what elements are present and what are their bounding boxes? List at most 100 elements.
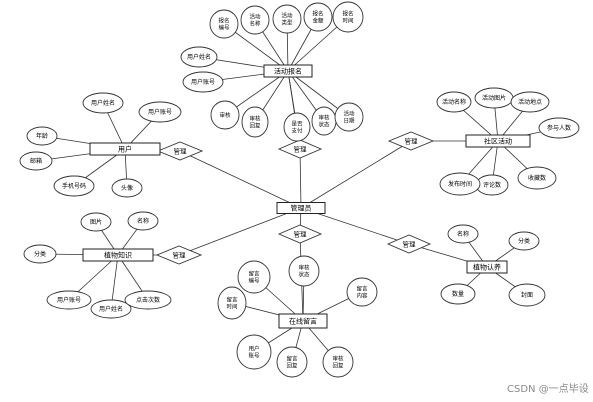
- attribute-community: 发布时间: [439, 172, 481, 196]
- connector-line: [178, 207, 302, 256]
- attribute-label: 参与人数: [547, 124, 571, 132]
- attribute-label: 用户账号: [57, 296, 81, 304]
- attribute-label: 报名金额: [312, 9, 324, 24]
- attribute-label: 用户账号: [191, 78, 215, 86]
- attribute-label: 分类: [518, 237, 530, 245]
- attribute-activity_signup: 活动名称: [240, 5, 270, 35]
- entity-plant_knowledge: 植物知识: [82, 248, 154, 262]
- relationship-r_identify: 管理: [386, 234, 432, 254]
- entity-label: 植物知识: [104, 251, 132, 260]
- attribute-label: 活动类型: [281, 11, 293, 26]
- attribute-user: 年龄: [26, 126, 58, 146]
- attribute-plant_knowledge: 图片: [80, 212, 112, 232]
- attribute-label: 审核状态: [318, 113, 330, 128]
- entity-label: 管理员: [291, 204, 312, 213]
- attribute-label: 是否支付: [291, 120, 303, 134]
- relationship-label: 管理: [294, 145, 308, 154]
- attribute-online_feedback: 留言内容: [346, 277, 378, 307]
- relationship-label: 管理: [405, 137, 419, 146]
- attribute-label: 活动名称: [442, 98, 466, 106]
- attribute-label: 分类: [34, 250, 46, 258]
- attribute-activity_signup: 审核状态: [311, 106, 337, 136]
- entity-user: 用户: [89, 142, 161, 156]
- attribute-label: 名称: [457, 230, 469, 238]
- attribute-label: 点击次数: [136, 296, 160, 304]
- attribute-activity_signup: 用户账号: [182, 71, 224, 93]
- entity-admin: 管理员: [276, 202, 326, 214]
- relationship-label: 管理: [174, 147, 188, 156]
- attribute-community: 活动地点: [510, 91, 550, 113]
- relationship-r_knowledge: 管理: [155, 245, 203, 265]
- attribute-plant_knowledge: 点击次数: [124, 290, 172, 310]
- attribute-online_feedback: 留言时间: [217, 286, 247, 320]
- watermark: CSDN @一点毕设: [507, 382, 589, 395]
- attribute-activity_signup: 活动日期: [334, 102, 364, 132]
- attribute-label: 图片: [90, 218, 102, 226]
- entity-label: 活动报名: [274, 67, 302, 76]
- attribute-label: 名称: [137, 217, 149, 225]
- attribute-plant_knowledge: 名称: [127, 211, 159, 231]
- attribute-activity_signup: 用户姓名: [180, 46, 218, 68]
- attribute-plant_identify: 数量: [440, 283, 476, 305]
- attribute-label: 留言时间: [226, 295, 238, 310]
- attribute-label: 活动图片: [482, 94, 506, 102]
- attribute-label: 活动日期: [343, 109, 355, 124]
- connector-line: [179, 150, 302, 209]
- entity-label: 植物认养: [473, 263, 501, 272]
- relationship-label: 管理: [294, 230, 308, 239]
- entity-plant_identify: 植物认养: [466, 260, 508, 274]
- attribute-user: 用户账号: [138, 101, 182, 123]
- attribute-ellipses: 用户账号用户姓名年龄邮箱手机号码头像报名编号活动名称活动类型报名金额报名时间用户…: [19, 1, 580, 378]
- entity-activity_signup: 活动报名: [263, 64, 313, 78]
- attribute-user: 用户姓名: [82, 92, 124, 114]
- attribute-label: 数量: [452, 290, 464, 298]
- attribute-community: 评论数: [475, 174, 509, 196]
- attribute-label: 年龄: [36, 132, 48, 140]
- attribute-user: 头像: [111, 178, 143, 198]
- attribute-community: 参与人数: [538, 117, 580, 139]
- entity-community: 社区活动: [465, 134, 531, 148]
- relationship-label: 管理: [403, 240, 417, 249]
- attribute-online_feedback: 用户账号: [236, 334, 272, 370]
- attribute-activity_signup: 是否支付: [283, 112, 311, 142]
- attribute-activity_signup: 活动类型: [272, 4, 302, 34]
- attribute-online_feedback: 审核状态: [288, 255, 320, 287]
- entity-label: 社区活动: [484, 137, 512, 146]
- attribute-plant_identify: 封面: [508, 283, 546, 307]
- attribute-activity_signup: 报名金额: [303, 2, 333, 32]
- attribute-plant_knowledge: 用户姓名: [90, 299, 132, 319]
- relationship-r_user: 管理: [156, 141, 204, 161]
- attribute-online_feedback: 留言编号: [237, 260, 271, 294]
- relationship-label: 管理: [173, 251, 187, 260]
- attribute-community: 活动名称: [436, 91, 472, 113]
- attribute-plant_knowledge: 用户账号: [46, 290, 92, 310]
- attribute-label: 审核状态: [298, 263, 310, 278]
- attribute-label: 用户姓名: [91, 99, 115, 107]
- attribute-label: 用户账号: [248, 344, 260, 359]
- attribute-activity_signup: 报名编号: [209, 9, 239, 39]
- entity-label: 在线留言: [289, 317, 317, 326]
- attribute-label: 用户姓名: [187, 53, 211, 61]
- attribute-label: 活动名称: [249, 12, 261, 27]
- attribute-label: 收藏数: [528, 174, 546, 182]
- attribute-online_feedback: 审核回复: [322, 346, 354, 378]
- entity-label: 用户: [118, 145, 132, 154]
- attribute-label: 审核回复: [332, 354, 344, 369]
- relationship-r_community: 管理: [387, 131, 435, 151]
- attribute-label: 留言回复: [286, 354, 298, 369]
- attribute-user: 手机号码: [53, 175, 95, 197]
- attribute-label: 评论数: [483, 181, 501, 189]
- attribute-plant_identify: 分类: [508, 231, 540, 251]
- attribute-plant_knowledge: 分类: [23, 244, 57, 264]
- attribute-label: 用户姓名: [99, 305, 123, 313]
- attribute-label: 邮箱: [30, 157, 42, 165]
- attribute-user: 邮箱: [19, 151, 53, 171]
- attribute-activity_signup: 报名时间: [332, 1, 364, 33]
- attribute-label: 报名时间: [342, 9, 353, 24]
- attribute-online_feedback: 留言回复: [276, 346, 308, 378]
- attribute-label: 审核: [219, 111, 231, 119]
- attribute-label: 审核回复: [249, 114, 261, 129]
- attribute-label: 留言编号: [248, 269, 260, 284]
- attribute-label: 留言内容: [356, 284, 368, 299]
